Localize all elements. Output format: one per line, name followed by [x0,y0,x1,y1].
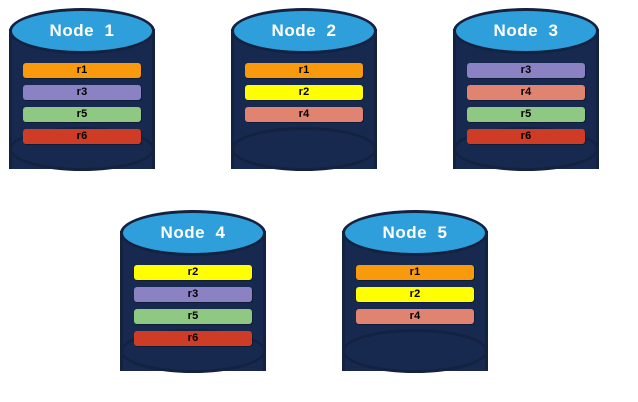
replica-label: r5 [187,310,199,322]
replica-label: r6 [76,130,88,142]
replica-label: r3 [76,86,88,98]
replica-bar[interactable]: r2 [245,85,363,100]
cylinder-top-ellipse [120,210,266,256]
replica-bar[interactable]: r3 [134,287,252,302]
replica-label: r1 [409,266,421,278]
replica-bar[interactable]: r3 [467,63,585,78]
replica-bar[interactable]: r3 [23,85,141,100]
replica-bar[interactable]: r6 [23,129,141,144]
replica-label: r6 [520,130,532,142]
replica-label: r5 [76,108,88,120]
replica-bar[interactable]: r5 [134,309,252,324]
cylinder-bottom-ellipse [342,329,488,373]
replica-list: r2 r3 r5 r6 [134,265,252,353]
replica-label: r4 [409,310,421,322]
replica-label: r4 [298,108,310,120]
cylinder-top-ellipse [342,210,488,256]
replica-bar[interactable]: r2 [134,265,252,280]
replica-label: r2 [298,86,310,98]
replica-label: r3 [520,64,532,76]
replica-bar[interactable]: r6 [134,331,252,346]
replica-label: r1 [76,64,88,76]
replica-bar[interactable]: r4 [356,309,474,324]
replica-bar[interactable]: r4 [245,107,363,122]
replica-list: r1 r2 r4 [245,63,363,129]
replica-label: r1 [298,64,310,76]
replica-bar[interactable]: r6 [467,129,585,144]
replica-label: r4 [520,86,532,98]
replica-bar[interactable]: r5 [23,107,141,122]
replica-bar[interactable]: r2 [356,287,474,302]
replica-bar[interactable]: r5 [467,107,585,122]
cylinder-bottom-ellipse [231,127,377,171]
replica-label: r5 [520,108,532,120]
replica-label: r3 [187,288,199,300]
replica-bar[interactable]: r1 [356,265,474,280]
replica-bar[interactable]: r1 [245,63,363,78]
cylinder-top-ellipse [453,8,599,54]
replica-bar[interactable]: r4 [467,85,585,100]
replica-list: r1 r3 r5 r6 [23,63,141,151]
replica-list: r3 r4 r5 r6 [467,63,585,151]
replica-label: r2 [187,266,199,278]
replica-bar[interactable]: r1 [23,63,141,78]
replica-list: r1 r2 r4 [356,265,474,331]
replica-label: r6 [187,332,199,344]
replica-label: r2 [409,288,421,300]
cylinder-top-ellipse [231,8,377,54]
cylinder-top-ellipse [9,8,155,54]
